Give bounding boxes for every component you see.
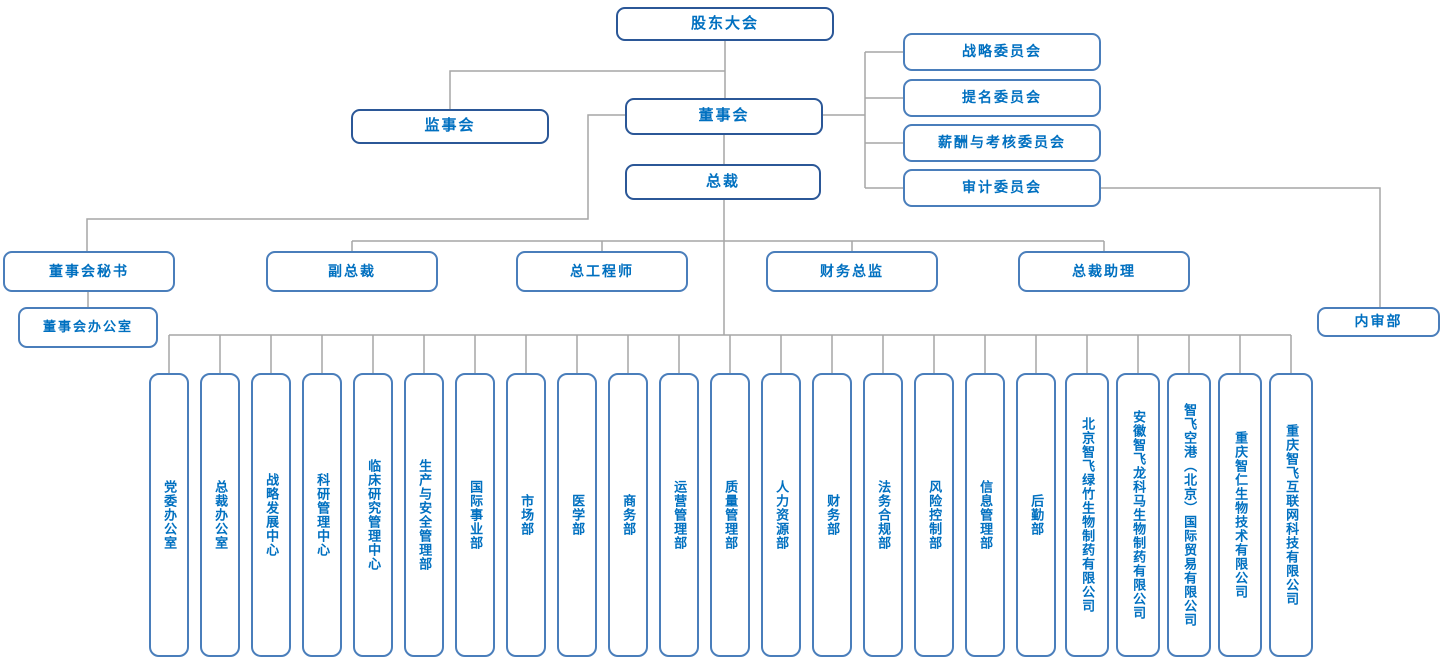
org-node-supervisory-board: 监事会	[351, 109, 549, 144]
org-node-finance-director: 财务总监	[766, 251, 938, 292]
org-dept-party-committee-office: 党委办公室	[149, 373, 189, 657]
org-node-vice-president: 副总裁	[266, 251, 438, 292]
org-node-audit-committee: 审计委员会	[903, 169, 1101, 207]
org-dept-commerce: 商务部	[608, 373, 648, 657]
org-dept-finance: 财务部	[812, 373, 852, 657]
org-dept-human-resources: 人力资源部	[761, 373, 801, 657]
org-node-president: 总裁	[625, 164, 821, 200]
org-node-strategy-committee: 战略委员会	[903, 33, 1101, 71]
org-node-chief-engineer: 总工程师	[516, 251, 688, 292]
org-dept-clinical-research-management-center: 临床研究管理中心	[353, 373, 393, 657]
org-subsidiary-chongqing-zhiren-biotech: 重庆智仁生物技术有限公司	[1218, 373, 1262, 657]
org-node-board-secretary: 董事会秘书	[3, 251, 175, 292]
org-dept-international-business: 国际事业部	[455, 373, 495, 657]
org-node-internal-audit-dept: 内审部	[1317, 307, 1440, 337]
org-dept-marketing: 市场部	[506, 373, 546, 657]
org-node-president-assistant: 总裁助理	[1018, 251, 1190, 292]
org-subsidiary-anhui-zhifei-longkema: 安徽智飞龙科马生物制药有限公司	[1116, 373, 1160, 657]
org-node-remuneration-assessment-committee: 薪酬与考核委员会	[903, 124, 1101, 162]
org-dept-logistics: 后勤部	[1016, 373, 1056, 657]
org-dept-information-management: 信息管理部	[965, 373, 1005, 657]
org-node-shareholders-meeting: 股东大会	[616, 7, 834, 41]
org-dept-strategic-development-center: 战略发展中心	[251, 373, 291, 657]
org-dept-operations-management: 运营管理部	[659, 373, 699, 657]
org-dept-president-office: 总裁办公室	[200, 373, 240, 657]
org-subsidiary-chongqing-zhifei-internet-tech: 重庆智飞互联网科技有限公司	[1269, 373, 1313, 657]
org-dept-risk-control: 风险控制部	[914, 373, 954, 657]
org-subsidiary-zhifei-airport-beijing-trade: 智飞空港（北京）国际贸易有限公司	[1167, 373, 1211, 657]
org-node-board-office: 董事会办公室	[18, 307, 158, 348]
org-dept-medical: 医学部	[557, 373, 597, 657]
org-node-board-of-directors: 董事会	[625, 98, 823, 135]
org-node-nomination-committee: 提名委员会	[903, 79, 1101, 117]
org-dept-production-safety-management: 生产与安全管理部	[404, 373, 444, 657]
org-dept-legal-compliance: 法务合规部	[863, 373, 903, 657]
org-dept-research-management-center: 科研管理中心	[302, 373, 342, 657]
org-dept-quality-management: 质量管理部	[710, 373, 750, 657]
org-subsidiary-beijing-zhifei-lvzhu: 北京智飞绿竹生物制药有限公司	[1065, 373, 1109, 657]
